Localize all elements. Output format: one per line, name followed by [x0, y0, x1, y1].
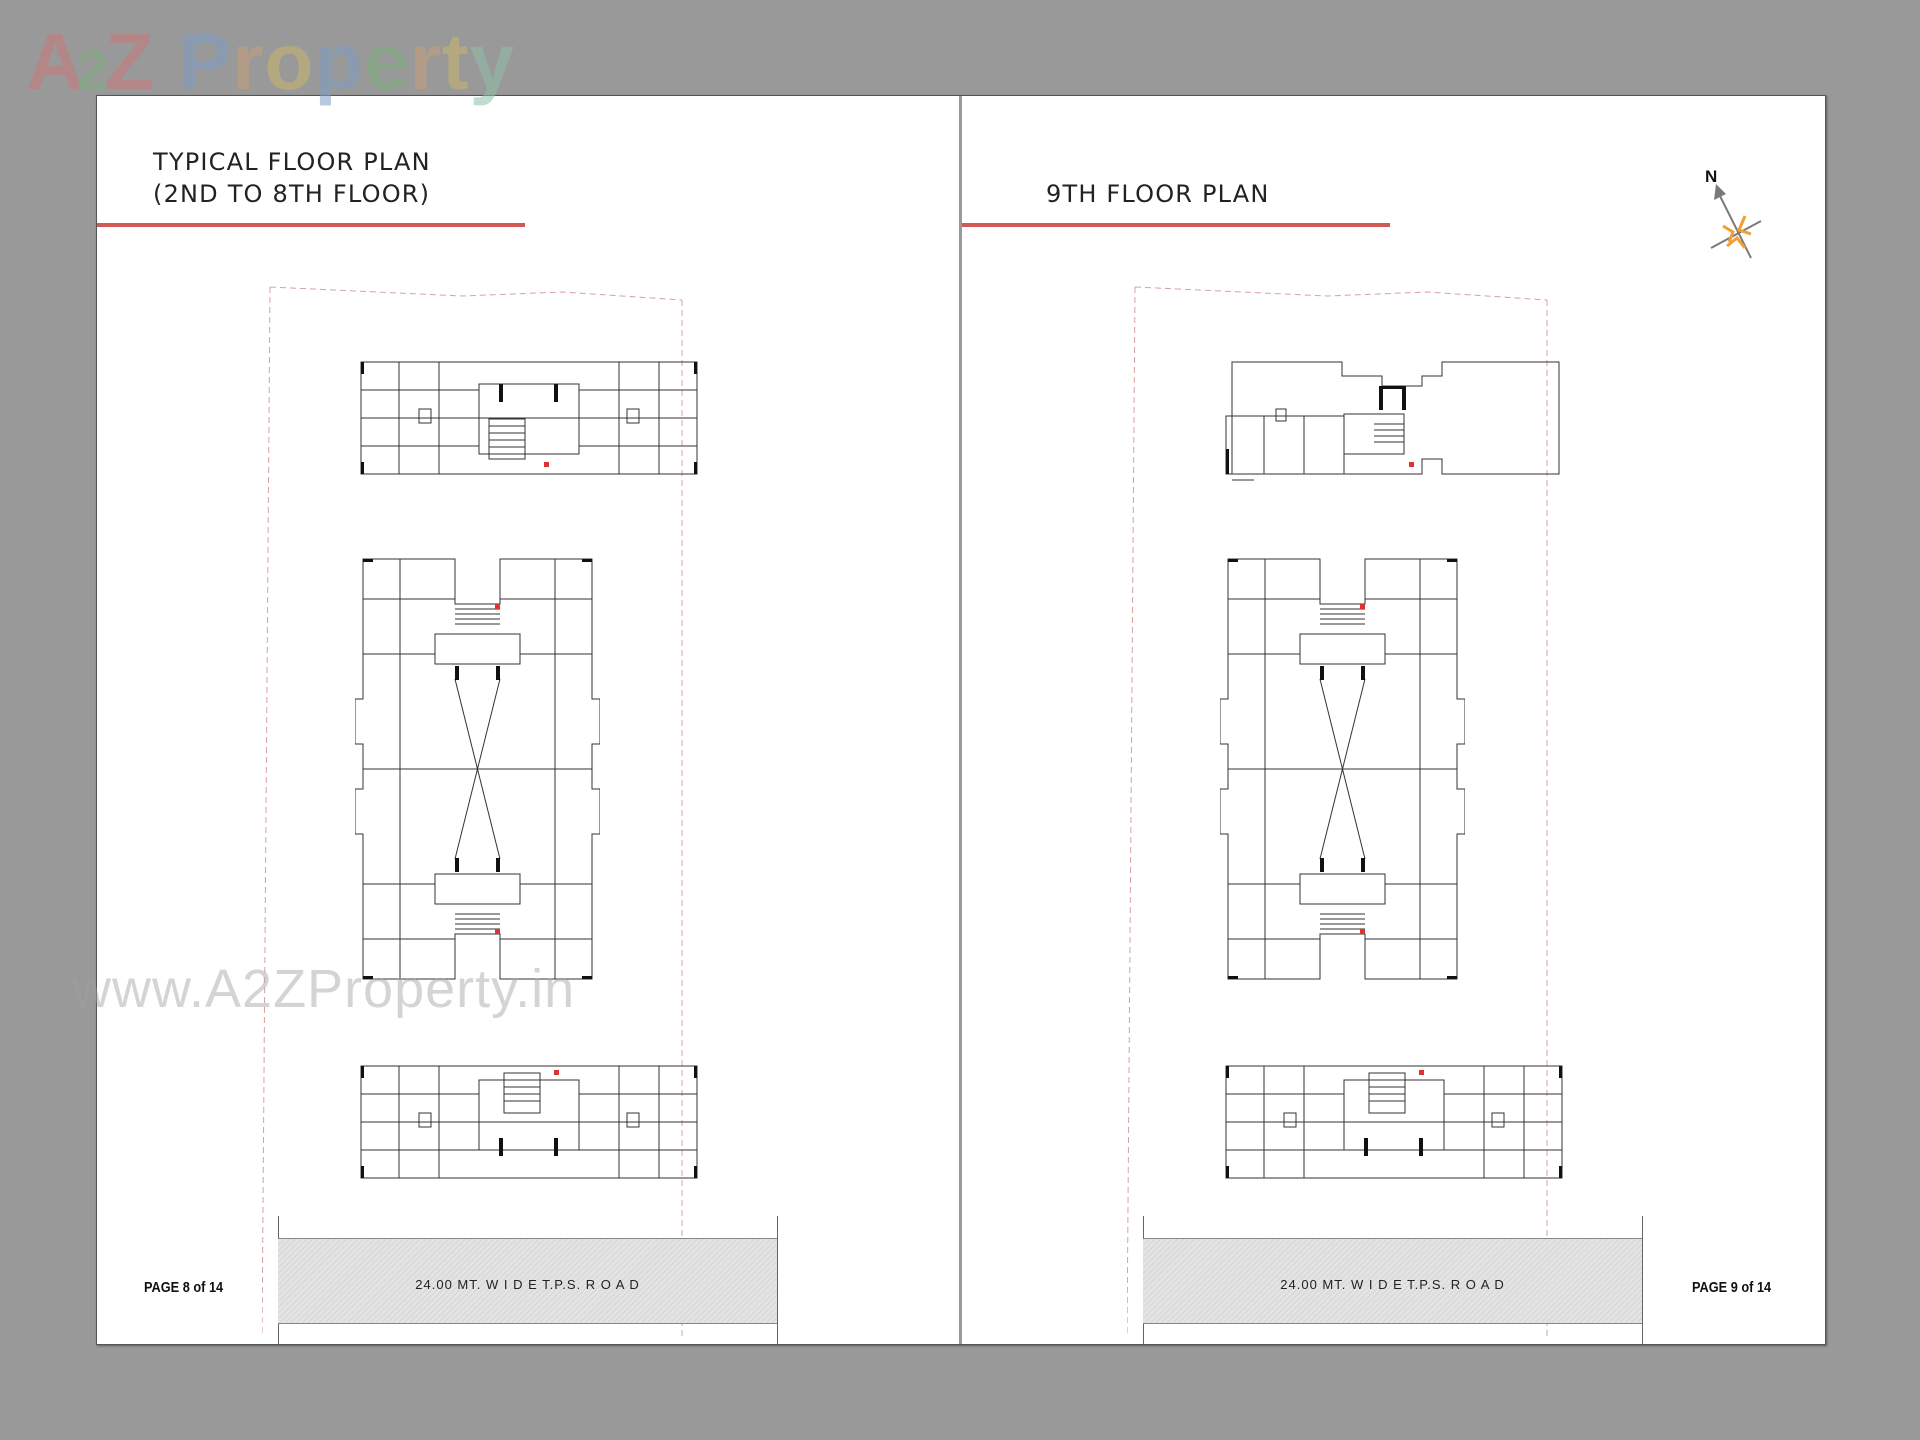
page-title: 9TH FLOOR PLAN: [1046, 180, 1270, 208]
brand-letter: [155, 22, 178, 102]
floor-plan-north-wing: [359, 354, 699, 479]
title-underline: [962, 223, 1390, 227]
floor-plan-central-tower: [1220, 554, 1465, 984]
page-number: PAGE 9 of 14: [1692, 1279, 1772, 1296]
page-gutter: [959, 96, 962, 1344]
url-watermark: www.A2ZProperty.in: [72, 959, 576, 1019]
brand-letter: P: [178, 17, 233, 106]
page-9: 9TH FLOOR PLAN: [962, 96, 1825, 1344]
page-title: TYPICAL FLOOR PLAN (2ND TO 8TH FLOOR): [153, 146, 431, 210]
floor-plan-north-wing-terrace: [1224, 354, 1564, 484]
brand-letter: y: [469, 17, 516, 106]
svg-text:N: N: [1705, 167, 1717, 186]
road-edge-right: [777, 1216, 778, 1344]
brand-letter: Z: [104, 17, 155, 106]
brand-letter: A: [26, 17, 85, 106]
plot-boundary: [1127, 286, 1548, 1337]
brand-letter: r: [232, 17, 265, 106]
brand-letter: p: [314, 17, 365, 106]
title-line-2: (2ND TO 8TH FLOOR): [153, 180, 431, 208]
brand-letter: t: [441, 17, 470, 106]
page-number: PAGE 8 of 14: [144, 1279, 224, 1296]
title-line-1: TYPICAL FLOOR PLAN: [153, 148, 431, 176]
brand-watermark: A2Z Property: [26, 22, 515, 102]
document-spread: TYPICAL FLOOR PLAN (2ND TO 8TH FLOOR): [96, 95, 1826, 1345]
brand-letter: 2: [76, 38, 109, 101]
floor-plan-south-wing: [1224, 1058, 1564, 1183]
brand-letter: r: [409, 17, 442, 106]
road-strip: 24.00 MT. W I D E T.P.S. R O A D: [278, 1238, 777, 1324]
floor-plan-south-wing: [359, 1058, 699, 1183]
brand-letter: e: [364, 17, 410, 106]
plot-boundary: [262, 286, 683, 1337]
north-compass-icon: N: [1693, 166, 1773, 261]
road-label: 24.00 MT. W I D E T.P.S. R O A D: [415, 1277, 640, 1292]
brand-letter: o: [264, 17, 315, 106]
road-edge-right: [1642, 1216, 1643, 1344]
floor-plan-central-tower: [355, 554, 600, 984]
title-underline: [97, 223, 525, 227]
page-8: TYPICAL FLOOR PLAN (2ND TO 8TH FLOOR): [97, 96, 960, 1344]
road-label: 24.00 MT. W I D E T.P.S. R O A D: [1280, 1277, 1505, 1292]
road-strip: 24.00 MT. W I D E T.P.S. R O A D: [1143, 1238, 1642, 1324]
